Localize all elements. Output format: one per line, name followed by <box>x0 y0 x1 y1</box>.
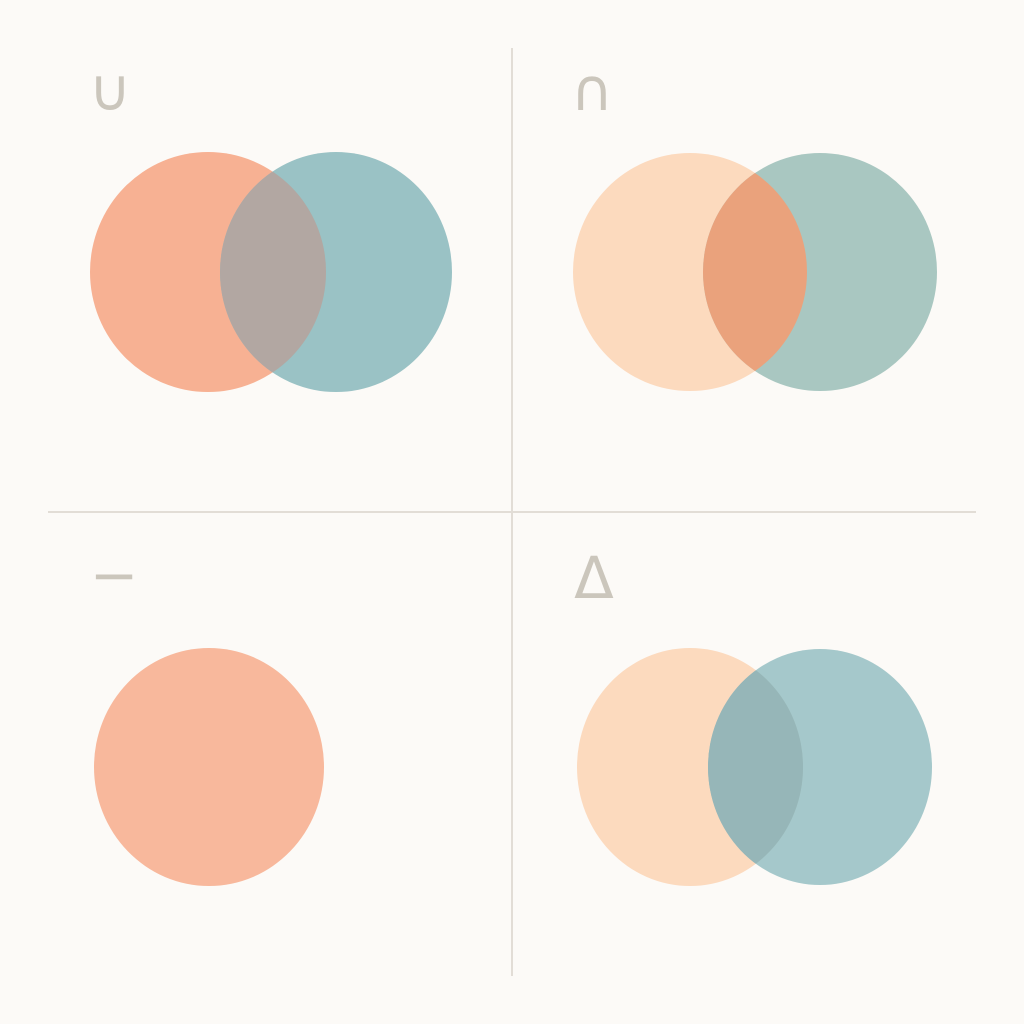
symmetric-difference-symbol: Δ <box>574 544 614 612</box>
intersection-panel: ∩ <box>571 56 937 391</box>
union-symbol: ∪ <box>89 56 131 124</box>
difference-symbol: − <box>90 541 139 609</box>
symmetric-difference-overlap-region <box>708 649 803 885</box>
union-overlap-region <box>220 152 326 392</box>
difference-set-a-circle <box>94 648 324 886</box>
symmetric-difference-panel: Δ <box>574 544 932 886</box>
intersection-overlap-region <box>703 153 807 391</box>
intersection-symbol: ∩ <box>571 56 613 124</box>
difference-panel: − <box>90 541 324 886</box>
union-panel: ∪ <box>89 56 452 392</box>
